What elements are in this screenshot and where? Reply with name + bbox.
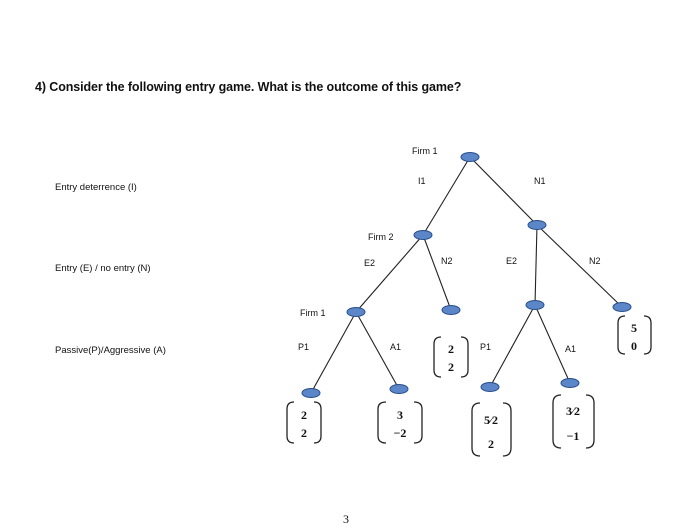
page-number: 3 (343, 512, 349, 526)
node-terminal-p1-left (301, 388, 321, 398)
label-e2-right: E2 (506, 256, 517, 266)
node-firm1-root (460, 152, 480, 162)
payoff-p1-left-firm2: 2 (301, 426, 307, 440)
label-firm1-top: Firm 1 (412, 146, 438, 156)
edge-n2-left (422, 234, 452, 311)
node-terminal-a1-left (389, 384, 409, 394)
edge-a1-right (534, 304, 571, 384)
payoff-n2-right: 5 0 (617, 315, 652, 355)
label-e2-left: E2 (364, 258, 375, 268)
label-p1-left: P1 (298, 342, 309, 352)
payoff-p1-left: 2 2 (286, 401, 322, 444)
label-a1-left: A1 (390, 342, 401, 352)
edge-p1-right (489, 304, 536, 388)
label-firm1-mid: Firm 1 (300, 308, 326, 318)
edge-e2-right (534, 224, 538, 306)
stage-label-entry-deterrence: Entry deterrence (I) (55, 182, 137, 193)
payoff-a1-right-firm1: 3⁄2 (566, 404, 580, 418)
node-terminal-p1-right (480, 382, 500, 392)
payoff-a1-left-firm2: −2 (394, 426, 407, 440)
payoff-n2-left-firm2: 2 (448, 360, 454, 374)
node-firm1-right (525, 300, 545, 310)
label-i1: I1 (418, 176, 426, 186)
node-firm1-left (346, 307, 366, 317)
edge-n2-right (536, 224, 623, 308)
edge-p1-left (310, 311, 357, 394)
label-a1-right: A1 (565, 344, 576, 354)
payoff-a1-left: 3 −2 (377, 401, 423, 444)
edge-n1 (469, 156, 538, 226)
node-terminal-a1-right (560, 378, 580, 388)
node-firm2-right (527, 220, 547, 230)
node-terminal-n2-right (612, 302, 632, 312)
edge-e2-left (355, 234, 424, 313)
stage-label-passive-aggressive: Passive(P)/Aggressive (A) (55, 345, 166, 356)
stage-label-entry: Entry (E) / no entry (N) (55, 263, 151, 274)
label-n2-right: N2 (589, 256, 601, 266)
payoff-n2-right-firm1: 5 (631, 321, 637, 335)
payoff-p1-left-firm1: 2 (301, 408, 307, 422)
node-terminal-n2-left (441, 305, 461, 315)
label-p1-right: P1 (480, 342, 491, 352)
label-n2-left: N2 (441, 256, 453, 266)
payoff-a1-right: 3⁄2 −1 (552, 394, 595, 449)
label-firm2: Firm 2 (368, 232, 394, 242)
payoff-a1-left-firm1: 3 (397, 408, 403, 422)
label-n1: N1 (534, 176, 546, 186)
edge-i1 (422, 156, 471, 236)
payoff-n2-right-firm2: 0 (631, 339, 637, 353)
node-firm2-left (413, 230, 433, 240)
payoff-n2-left: 2 2 (433, 336, 469, 378)
payoff-a1-right-firm2: −1 (567, 429, 580, 443)
payoff-p1-right: 5⁄2 2 (471, 402, 512, 457)
payoff-p1-right-firm1: 5⁄2 (484, 413, 498, 427)
question-text: 4) Consider the following entry game. Wh… (35, 80, 462, 94)
payoff-n2-left-firm1: 2 (448, 342, 454, 356)
payoff-p1-right-firm2: 2 (488, 437, 494, 451)
edge-a1-left (355, 311, 400, 390)
